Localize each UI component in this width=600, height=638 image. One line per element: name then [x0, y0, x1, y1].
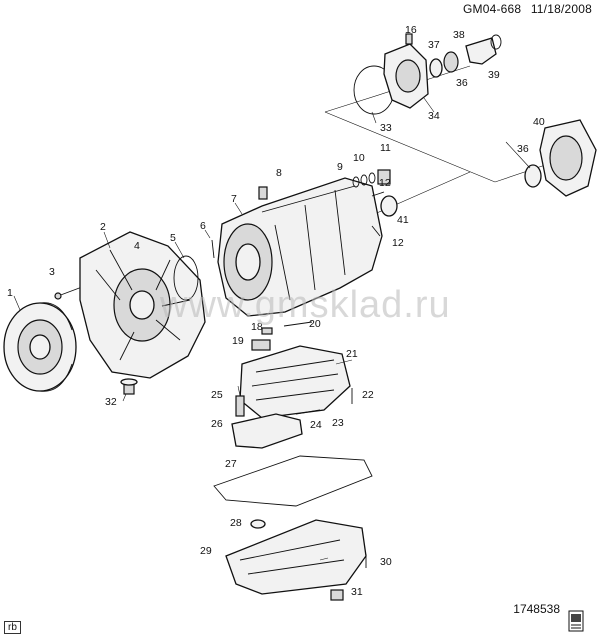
callout-4: 4 [134, 240, 140, 252]
callout-12b: 12 [392, 237, 404, 249]
callout-6: 6 [200, 220, 206, 232]
valve-body [239, 345, 353, 419]
callout-31: 31 [351, 586, 363, 598]
callout-12a: 12 [379, 177, 391, 189]
rear-housing-4wd [524, 119, 597, 197]
extension-housing-group [353, 33, 502, 115]
callout-9: 9 [337, 161, 343, 173]
transmission-case [217, 177, 383, 317]
callout-28: 28 [230, 517, 242, 529]
callout-27: 27 [225, 458, 237, 470]
callout-26: 26 [211, 418, 223, 430]
callout-29: 29 [200, 545, 212, 557]
pan-gasket [213, 455, 373, 507]
housing-plug [120, 378, 138, 395]
callout-40: 40 [533, 116, 545, 128]
callout-21: 21 [346, 348, 358, 360]
callout-10: 10 [353, 152, 365, 164]
diagram-date: 11/18/2008 [530, 2, 592, 16]
callout-11: 11 [380, 142, 391, 154]
callout-22: 22 [362, 389, 374, 401]
rear-case-seal [380, 195, 398, 217]
callout-32: 32 [105, 396, 117, 408]
callout-25: 25 [211, 389, 223, 401]
diagram-code: GM04-668 [462, 2, 522, 16]
pan-magnet [250, 519, 266, 529]
callout-33: 33 [380, 122, 392, 134]
author-tag: rb [4, 621, 21, 634]
callout-24: 24 [310, 419, 322, 431]
callout-30: 30 [380, 556, 392, 568]
callout-37: 37 [428, 39, 440, 51]
callout-7: 7 [231, 193, 237, 205]
callout-19: 19 [232, 335, 244, 347]
leader-lines [13, 97, 531, 561]
callout-41: 41 [397, 214, 409, 226]
callout-16: 16 [405, 24, 417, 36]
illustration-number: 1748538 [513, 602, 560, 616]
oil-pan [225, 519, 367, 595]
solenoid-parts [251, 321, 313, 351]
callout-38: 38 [453, 29, 465, 41]
callout-3: 3 [49, 266, 55, 278]
watermark: www.gmsklad.ru [160, 284, 451, 326]
callout-36b: 36 [517, 143, 529, 155]
converter-housing [79, 231, 206, 379]
vent-plug [258, 186, 268, 200]
callout-8: 8 [276, 167, 282, 179]
filter [231, 395, 303, 449]
document-icon [568, 610, 584, 632]
case-small-parts [352, 169, 391, 237]
callout-39: 39 [488, 69, 500, 81]
front-seal-ring [173, 255, 199, 301]
torque-converter [3, 302, 77, 392]
callout-1: 1 [7, 287, 13, 299]
callout-2: 2 [100, 221, 106, 233]
callout-34: 34 [428, 110, 440, 122]
callout-20: 20 [309, 318, 321, 330]
dowel-pin [211, 239, 215, 259]
callout-36a: 36 [456, 77, 468, 89]
callout-5: 5 [170, 232, 176, 244]
callout-18: 18 [251, 321, 263, 333]
callout-23: 23 [332, 417, 344, 429]
pan-hardware [330, 554, 367, 601]
diagram-header: GM04-668 11/18/2008 [457, 2, 592, 16]
callout-labels: 1 2 3 4 5 6 7 8 9 10 11 12 12 16 18 19 2… [7, 24, 545, 598]
